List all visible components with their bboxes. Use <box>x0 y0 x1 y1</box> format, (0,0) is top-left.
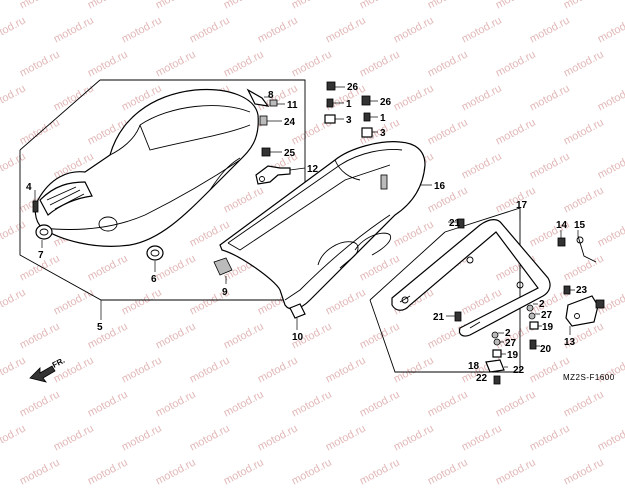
label-part-12: 12 <box>307 164 319 175</box>
part-10-rubber <box>289 303 306 330</box>
label-part-1-b: 1 <box>380 113 386 124</box>
label-part-24: 24 <box>284 117 296 128</box>
label-part-22-b: 22 <box>476 373 488 384</box>
seat-group-frame <box>19 79 306 301</box>
label-part-17: 17 <box>516 200 528 211</box>
rear-cowl <box>219 141 432 310</box>
label-part-2-a: 2 <box>539 299 545 310</box>
front-direction-label: FR. <box>51 356 67 370</box>
label-part-15: 15 <box>574 220 586 231</box>
parts-diagram: 4 7 6 5 8 11 24 25 12 9 10 26 1 3 26 1 3… <box>19 79 615 385</box>
label-part-18: 18 <box>468 361 480 372</box>
label-part-25: 25 <box>284 148 296 159</box>
bolt-stack <box>324 81 378 138</box>
label-part-19-a: 19 <box>542 322 554 333</box>
rail-bolts <box>446 218 465 322</box>
part-4-clip <box>32 190 39 213</box>
label-part-27-b: 27 <box>505 338 517 349</box>
label-part-9: 9 <box>222 287 228 298</box>
label-part-16: 16 <box>434 181 446 192</box>
grab-rail-frame <box>369 207 521 373</box>
label-part-3-b: 3 <box>380 128 386 139</box>
label-part-19-b: 19 <box>507 350 519 361</box>
label-part-13: 13 <box>564 337 576 348</box>
label-part-21-b: 21 <box>433 312 445 323</box>
seat-latch-fittings <box>246 88 285 126</box>
label-part-6: 6 <box>151 274 157 285</box>
label-part-26-b: 26 <box>380 97 392 108</box>
label-part-4: 4 <box>26 182 32 193</box>
label-part-11: 11 <box>287 100 298 111</box>
label-part-10: 10 <box>292 332 304 343</box>
helmet-holder-parts <box>557 230 605 335</box>
part-6-cushion <box>146 245 164 272</box>
label-part-23: 23 <box>576 285 588 296</box>
label-part-21-a: 21 <box>449 218 461 229</box>
label-part-3-a: 3 <box>346 115 352 126</box>
part-9-rubber <box>213 257 233 284</box>
label-part-7: 7 <box>38 250 44 261</box>
label-part-1-a: 1 <box>346 99 352 110</box>
seat <box>34 88 259 247</box>
label-part-22-a: 22 <box>513 365 525 376</box>
label-part-5: 5 <box>97 322 103 333</box>
label-part-27-a: 27 <box>541 310 553 321</box>
grab-rail <box>391 210 551 337</box>
label-part-8: 8 <box>268 90 274 101</box>
rail-hardware <box>485 303 542 385</box>
bracket-12-and-bolt-25 <box>255 147 306 185</box>
label-part-26-a: 26 <box>347 82 359 93</box>
front-direction-arrow-icon <box>29 365 56 383</box>
label-part-2-b: 2 <box>505 328 511 339</box>
part-7-cushion <box>35 224 53 248</box>
label-part-20: 20 <box>540 344 552 355</box>
label-part-14: 14 <box>556 220 568 231</box>
diagram-code: MZ2S-F1600 <box>563 373 615 382</box>
